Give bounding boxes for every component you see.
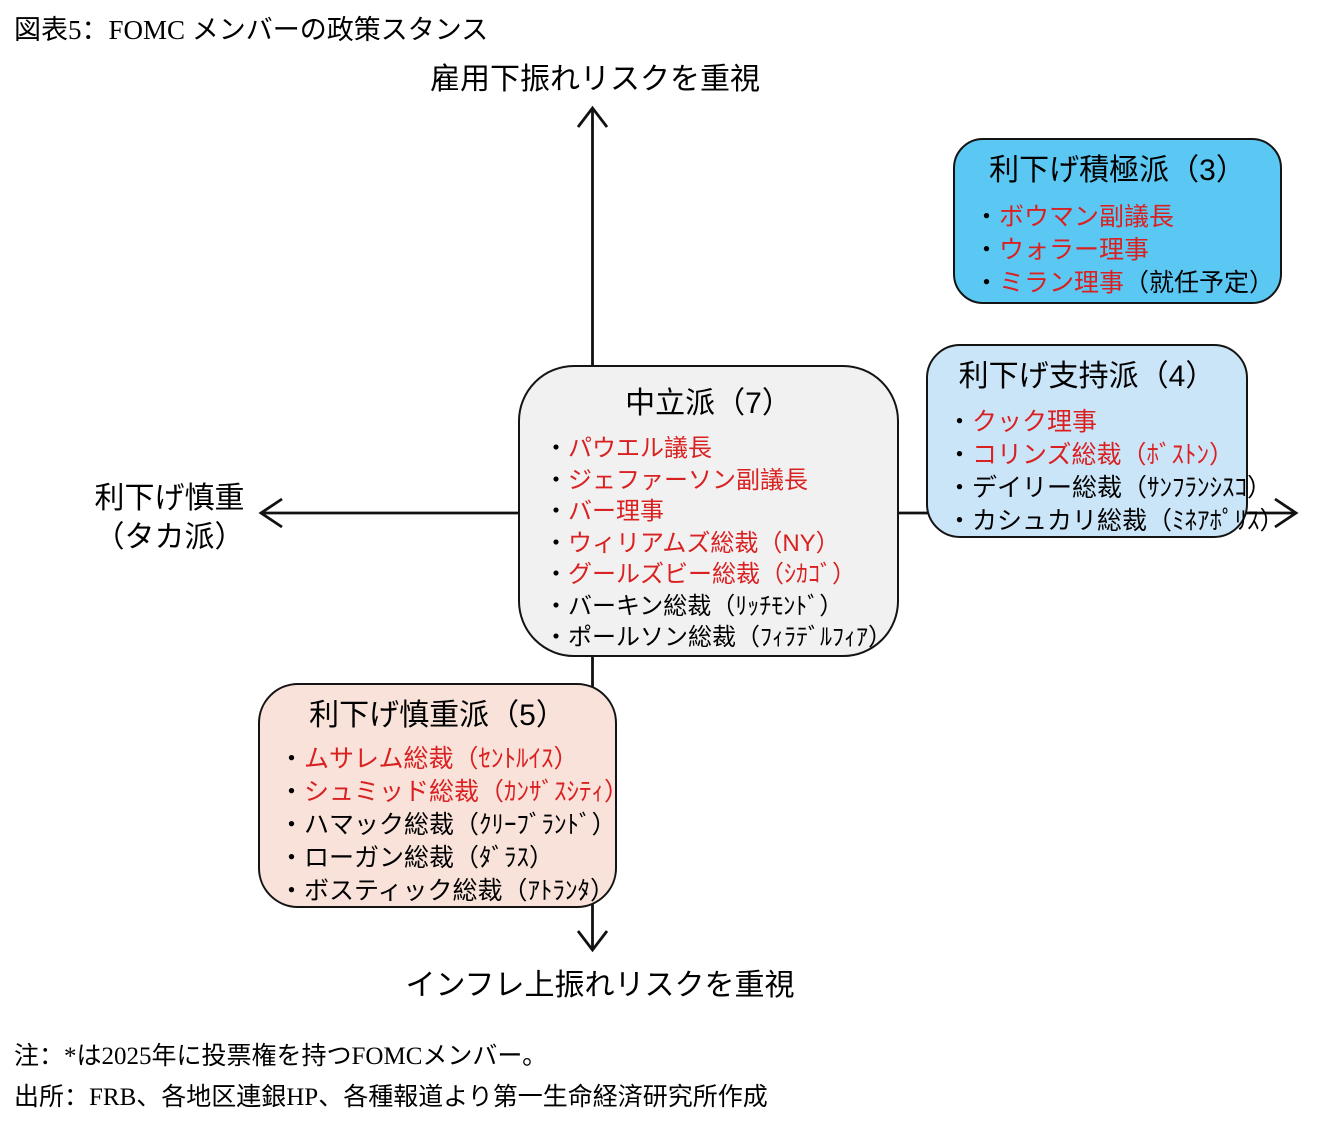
member-name: ハマック総裁（ｸﾘｰﾌﾞﾗﾝﾄﾞ） bbox=[304, 811, 617, 839]
member-row: ・ミラン理事（就任予定） bbox=[974, 267, 1280, 300]
axis-label-left-line2: （タカ派） bbox=[94, 521, 245, 554]
arrow-right-icon bbox=[1274, 497, 1299, 529]
member-row: ・カシュカリ総裁（ﾐﾈｱﾎﾟﾘｽ） bbox=[947, 505, 1285, 538]
member-row: ・ハマック総裁（ｸﾘｰﾌﾞﾗﾝﾄﾞ） bbox=[279, 809, 617, 842]
bullet-icon: ・ bbox=[544, 466, 568, 494]
member-name: コリンズ総裁（ﾎﾞｽﾄﾝ） bbox=[972, 441, 1235, 469]
bullet-icon: ・ bbox=[279, 877, 305, 905]
axis-label-bottom: インフレ上振れリスクを重視 bbox=[405, 969, 795, 1002]
member-name: ローガン総裁（ﾀﾞﾗｽ） bbox=[304, 844, 555, 872]
bullet-icon: ・ bbox=[947, 507, 973, 535]
group-box-rate-cut-aggressive: 利下げ積極派（3） ・ボウマン副議長・ウォラー理事・ミラン理事（就任予定） bbox=[953, 138, 1282, 304]
source-note: 出所：FRB、各地区連銀HP、各種報道より第一生命経済研究所作成 bbox=[14, 1084, 768, 1111]
member-row: ・ポールソン総裁（ﾌｨﾗﾃﾞﾙﾌｨｱ） bbox=[544, 622, 897, 654]
member-row: ・コリンズ総裁（ﾎﾞｽﾄﾝ） bbox=[947, 439, 1246, 472]
bullet-icon: ・ bbox=[279, 745, 305, 773]
bullet-icon: ・ bbox=[544, 624, 568, 651]
group-title: 利下げ支持派（4） bbox=[958, 360, 1216, 393]
member-row: ・クック理事 bbox=[947, 406, 1246, 439]
member-name: バー理事 bbox=[568, 498, 664, 525]
member-list: ・ボウマン副議長・ウォラー理事・ミラン理事（就任予定） bbox=[955, 201, 1280, 300]
bullet-icon: ・ bbox=[947, 408, 973, 436]
axis-label-left: 利下げ慎重 （タカ派） bbox=[62, 479, 277, 557]
member-name: クック理事 bbox=[972, 408, 1098, 436]
axis-label-top: 雇用下振れリスクを重視 bbox=[430, 63, 760, 96]
member-name: バーキン総裁（ﾘｯﾁﾓﾝﾄﾞ） bbox=[568, 592, 844, 620]
member-row: ・ウィリアムズ総裁（NY） bbox=[544, 528, 897, 560]
member-name: ジェファーソン副議長 bbox=[568, 466, 808, 494]
group-title: 利下げ積極派（3） bbox=[989, 154, 1246, 187]
bullet-icon: ・ bbox=[279, 844, 305, 872]
member-row: ・ムサレム総裁（ｾﾝﾄﾙｲｽ） bbox=[279, 743, 615, 776]
group-box-rate-cut-cautious: 利下げ慎重派（5） ・ムサレム総裁（ｾﾝﾄﾙｲｽ）・シュミッド総裁（ｶﾝｻﾞｽｼ… bbox=[258, 683, 629, 908]
member-row: ・ボスティック総裁（ｱﾄﾗﾝﾀ） bbox=[279, 875, 615, 908]
bullet-icon: ・ bbox=[947, 474, 973, 502]
member-list: ・ムサレム総裁（ｾﾝﾄﾙｲｽ）・シュミッド総裁（ｶﾝｻﾞｽｼﾃｨ）・ハマック総裁… bbox=[260, 743, 629, 908]
bullet-icon: ・ bbox=[544, 592, 568, 620]
member-name: ボスティック総裁（ｱﾄﾗﾝﾀ） bbox=[304, 877, 616, 905]
footnote: 注：*は2025年に投票権を持つFOMCメンバー。 bbox=[14, 1043, 548, 1070]
member-row: ・パウエル議長 bbox=[544, 433, 897, 465]
bullet-icon: ・ bbox=[279, 778, 305, 806]
bullet-icon: ・ bbox=[974, 236, 1000, 264]
member-name: パウエル議長 bbox=[568, 435, 712, 462]
arrow-left-icon bbox=[258, 497, 283, 529]
member-name: シュミッド総裁（ｶﾝｻﾞｽｼﾃｨ） bbox=[304, 778, 630, 806]
group-box-rate-cut-support: 利下げ支持派（4） ・クック理事・コリンズ総裁（ﾎﾞｽﾄﾝ）・デイリー総裁（ｻﾝ… bbox=[926, 344, 1285, 538]
member-name: ウィリアムズ総裁（NY） bbox=[568, 529, 840, 557]
bullet-icon: ・ bbox=[947, 441, 973, 469]
arrow-down-icon bbox=[576, 930, 609, 953]
member-name: （就任予定） bbox=[1124, 269, 1275, 297]
member-name: グールズビー総裁（ｼｶｺﾞ） bbox=[568, 561, 856, 588]
member-list: ・パウエル議長・ジェファーソン副議長・バー理事・ウィリアムズ総裁（NY）・グール… bbox=[520, 433, 897, 654]
bullet-icon: ・ bbox=[974, 203, 1000, 231]
member-name: ポールソン総裁（ﾌｨﾗﾃﾞﾙﾌｨｱ） bbox=[568, 624, 892, 651]
member-name: カシュカリ総裁（ﾐﾈｱﾎﾟﾘｽ） bbox=[972, 507, 1285, 535]
member-name: ミラン理事 bbox=[999, 269, 1125, 297]
member-name: デイリー総裁（ｻﾝﾌﾗﾝｼｽｺ） bbox=[972, 474, 1273, 502]
member-row: ・ボウマン副議長 bbox=[974, 201, 1280, 234]
member-row: ・バーキン総裁（ﾘｯﾁﾓﾝﾄﾞ） bbox=[544, 591, 897, 623]
bullet-icon: ・ bbox=[544, 529, 568, 557]
axis-label-left-line1: 利下げ慎重 bbox=[94, 482, 245, 515]
group-title: 利下げ慎重派（5） bbox=[309, 699, 566, 732]
member-name: ボウマン副議長 bbox=[999, 203, 1175, 231]
bullet-icon: ・ bbox=[544, 435, 568, 462]
arrow-up-icon bbox=[576, 105, 609, 128]
bullet-icon: ・ bbox=[544, 498, 568, 525]
bullet-icon: ・ bbox=[974, 269, 1000, 297]
figure-title: 図表5：FOMC メンバーの政策スタンス bbox=[14, 15, 489, 45]
member-list: ・クック理事・コリンズ総裁（ﾎﾞｽﾄﾝ）・デイリー総裁（ｻﾝﾌﾗﾝｼｽｺ）・カシ… bbox=[928, 406, 1285, 538]
bullet-icon: ・ bbox=[544, 561, 568, 588]
bullet-icon: ・ bbox=[279, 811, 305, 839]
member-name: ムサレム総裁（ｾﾝﾄﾙｲｽ） bbox=[304, 745, 579, 773]
member-row: ・ウォラー理事 bbox=[974, 234, 1280, 267]
member-row: ・デイリー総裁（ｻﾝﾌﾗﾝｼｽｺ） bbox=[947, 472, 1272, 505]
member-name: ウォラー理事 bbox=[999, 236, 1150, 264]
member-row: ・ローガン総裁（ﾀﾞﾗｽ） bbox=[279, 842, 615, 875]
group-box-neutral: 中立派（7） ・パウエル議長・ジェファーソン副議長・バー理事・ウィリアムズ総裁（… bbox=[518, 365, 899, 657]
member-row: ・バー理事 bbox=[544, 496, 897, 528]
member-row: ・グールズビー総裁（ｼｶｺﾞ） bbox=[544, 559, 897, 591]
member-row: ・シュミッド総裁（ｶﾝｻﾞｽｼﾃｨ） bbox=[279, 776, 629, 809]
group-title: 中立派（7） bbox=[625, 387, 792, 420]
member-row: ・ジェファーソン副議長 bbox=[544, 465, 897, 497]
